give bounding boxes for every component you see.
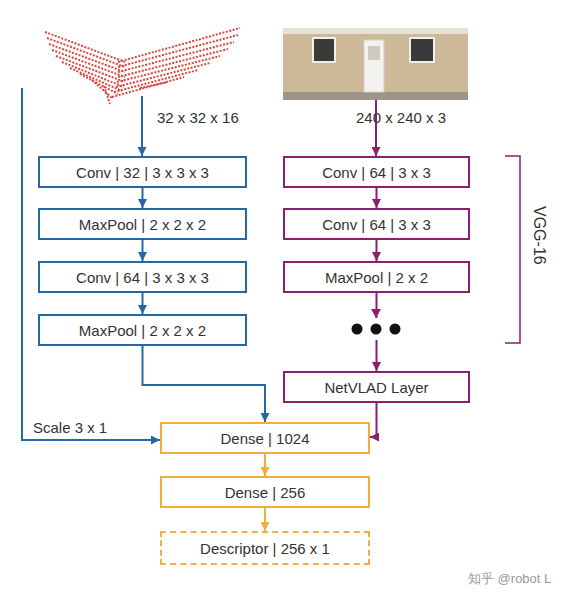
- dimension-label: 32 x 32 x 16: [157, 109, 239, 126]
- ellipsis-dot: [352, 324, 363, 335]
- layer-label: Conv | 32 | 3 x 3 x 3: [76, 164, 209, 181]
- input-arrow: [141, 96, 143, 156]
- dimension-label: Scale 3 x 1: [33, 419, 107, 436]
- layer-box: Conv | 64 | 3 x 3: [283, 208, 470, 240]
- input-arrow: [375, 100, 377, 156]
- layer-box: Conv | 64 | 3 x 3: [283, 156, 470, 188]
- ellipsis-dot: [390, 324, 401, 335]
- layer-label: Conv | 64 | 3 x 3 x 3: [76, 269, 209, 286]
- layer-box: MaxPool | 2 x 2: [283, 261, 470, 293]
- layer-label: Descriptor | 256 x 1: [200, 540, 330, 557]
- layer-label: Conv | 64 | 3 x 3: [322, 164, 431, 181]
- connector-arrow: [376, 188, 378, 208]
- layer-label: Dense | 256: [225, 484, 306, 501]
- dimension-label: 240 x 240 x 3: [356, 109, 446, 126]
- layer-label: Dense | 1024: [221, 430, 310, 447]
- layer-box: Dense | 256: [160, 476, 370, 508]
- layer-box: Dense | 1024: [160, 422, 370, 454]
- group-label: VGG-16: [530, 206, 548, 265]
- connector-arrow: [143, 346, 266, 422]
- vgg-bracket: [505, 156, 520, 343]
- point-cloud: [45, 28, 240, 104]
- layer-box: Conv | 64 | 3 x 3 x 3: [38, 261, 247, 293]
- layer-label: MaxPool | 2 x 2: [325, 269, 428, 286]
- layer-box: Descriptor | 256 x 1: [160, 531, 370, 565]
- building-photo: [283, 28, 468, 100]
- connector-arrow: [142, 240, 144, 261]
- connector-arrow: [142, 293, 144, 314]
- layer-box: MaxPool | 2 x 2 x 2: [38, 208, 247, 240]
- layer-label: MaxPool | 2 x 2 x 2: [79, 322, 206, 339]
- layer-box: MaxPool | 2 x 2 x 2: [38, 314, 247, 346]
- ellipsis-dot: [371, 324, 382, 335]
- connector-arrow: [264, 508, 266, 531]
- watermark: 知乎 @robot L: [468, 570, 551, 588]
- layer-label: NetVLAD Layer: [324, 379, 428, 396]
- connector-arrow: [376, 293, 378, 371]
- layer-box: NetVLAD Layer: [283, 371, 470, 403]
- layer-label: MaxPool | 2 x 2 x 2: [79, 216, 206, 233]
- arrow-head: [371, 309, 381, 318]
- layer-box: Conv | 32 | 3 x 3 x 3: [38, 156, 247, 188]
- ellipsis-gap: [350, 318, 402, 340]
- layer-label: Conv | 64 | 3 x 3: [322, 216, 431, 233]
- connector-arrow: [142, 188, 144, 208]
- connector-arrow: [264, 454, 266, 476]
- connector-arrow: [376, 240, 378, 261]
- connector-arrow: [370, 403, 377, 437]
